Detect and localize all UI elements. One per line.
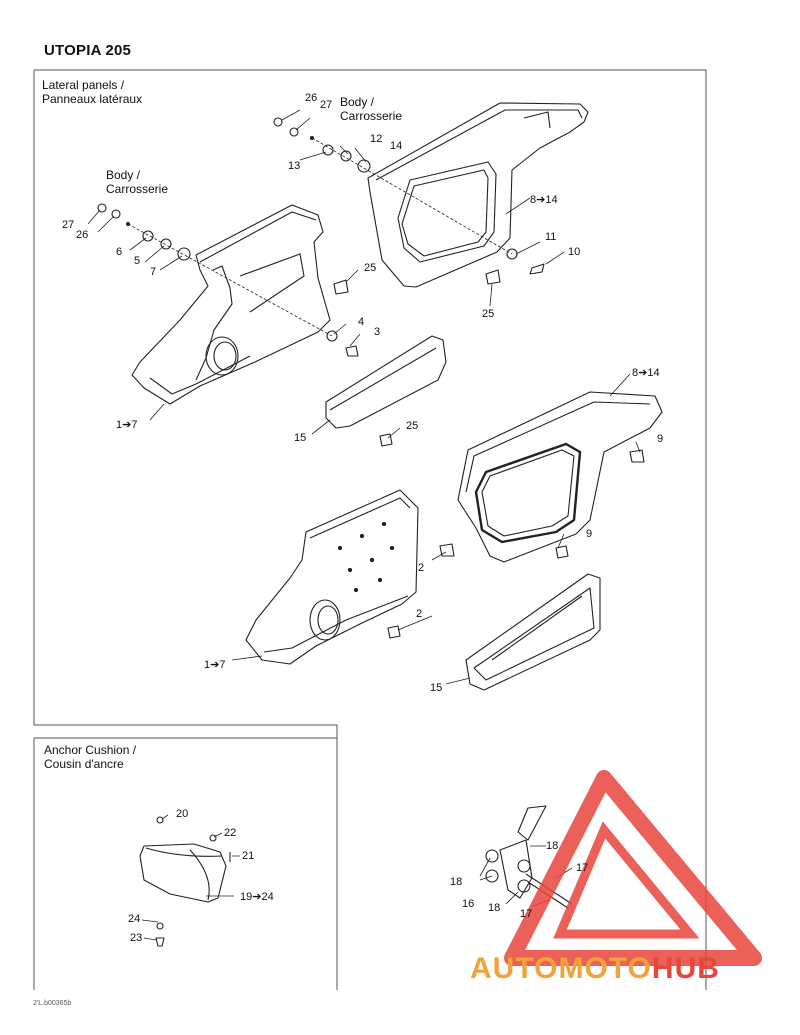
callout-label: 8➔14 [530,194,558,206]
panel-lower-left [245,489,419,665]
callout-label: 26 [305,92,318,104]
leader-lines [87,109,641,941]
callout-label: 17 [576,862,589,874]
section-lateral-line2: Panneaux latéraux [42,92,143,106]
callout-label: 4 [358,316,365,328]
watermark-text-part2: HUB [651,952,720,985]
body-callout-top-line1: Body / [340,95,375,109]
callout-label: 1➔7 [204,659,226,671]
callout-label: 18 [546,840,559,852]
section-lateral-line1: Lateral panels / [42,78,125,92]
callout-label: 9 [586,528,593,540]
callout-label: 15 [430,682,443,694]
section-anchor-line2: Cousin d'ancre [44,757,124,771]
callout-label: 25 [482,308,495,320]
watermark-text: AUTOMOTOHUB [470,952,720,986]
callout-label: 25 [406,420,419,432]
footer-code: 2'L.b00365b [33,1000,72,1007]
callout-label: 18 [488,902,501,914]
callout-label: 16 [462,898,475,910]
anchor-cushion [139,843,227,903]
callout-label: 5 [134,255,141,267]
panel-upper-left [131,204,331,405]
panel-upper-right [367,102,589,288]
callout-label: 21 [242,850,255,862]
callout-label: 17 [520,908,533,920]
callout-label: 26 [76,229,89,241]
body-callout-top: Body / Carrosserie [340,95,402,123]
callout-label: 14 [390,140,403,152]
callout-label: 27 [320,99,333,111]
callout-label: 20 [176,808,189,820]
lateral-frame [34,69,707,990]
section-anchor-line1: Anchor Cushion / [44,743,137,757]
hardware [97,117,645,947]
callout-label: 9 [657,433,664,445]
callout-label: 12 [370,133,383,145]
section-anchor-cushion: Anchor Cushion / Cousin d'ancre [44,743,136,771]
hinge-assembly [485,805,573,909]
panel-lower-small [465,573,601,691]
callout-label: 1➔7 [116,419,138,431]
body-callout-left-line1: Body / [106,168,141,182]
callout-label: 24 [128,913,141,925]
callout-label: 25 [364,262,377,274]
callout-label: 13 [288,160,301,172]
callout-label: 18 [450,876,463,888]
section-lateral-panels: Lateral panels / Panneaux latéraux [42,78,142,106]
watermark-logo [504,770,762,966]
document-title: UTOPIA 205 [44,42,132,59]
watermark-text-part1: AUTOMOTO [470,952,652,985]
callout-label: 7 [150,266,157,278]
callout-label: 19➔24 [240,891,274,903]
callout-label: 15 [294,432,307,444]
body-callout-top-line2: Carrosserie [340,109,403,123]
callout-label: 2 [416,608,423,620]
callout-label: 6 [116,246,123,258]
callout-label: 2 [418,562,425,574]
callout-label: 22 [224,827,237,839]
panel-lower-right [457,391,663,563]
body-callout-left: Body / Carrosserie [106,168,168,196]
callout-label: 11 [545,231,557,243]
callout-label: 23 [130,932,143,944]
body-callout-left-line2: Carrosserie [106,182,169,196]
callout-label: 3 [374,326,381,338]
callout-label: 10 [568,246,581,258]
callout-label: 8➔14 [632,367,660,379]
panel-middle-small [325,335,447,429]
anchor-frame [33,737,337,990]
callout-label: 27 [62,219,75,231]
frame-left-divider [33,70,338,990]
